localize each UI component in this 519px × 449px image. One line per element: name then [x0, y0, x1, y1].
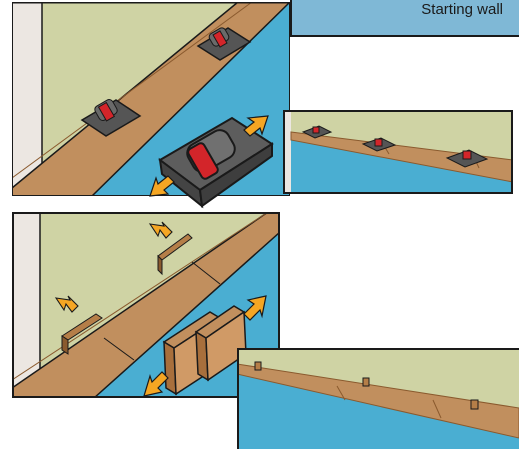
arrow-icon	[144, 372, 168, 396]
shims-overview-illustration	[237, 348, 519, 449]
panel-spacers-overview	[283, 110, 513, 194]
arrow-icon	[244, 296, 266, 320]
arrow-icon	[150, 176, 174, 196]
wood-shim-icon	[471, 400, 478, 409]
panel-shims-overview	[237, 348, 519, 449]
wood-shim-icon	[255, 362, 261, 370]
starting-wall-label: Starting wall	[421, 1, 503, 18]
spacers-overview-illustration	[283, 110, 513, 194]
wood-shim-icon	[363, 378, 369, 386]
starting-wall-label-box: Starting wall	[290, 0, 519, 37]
spacer-enlarged-illustration	[148, 108, 280, 212]
